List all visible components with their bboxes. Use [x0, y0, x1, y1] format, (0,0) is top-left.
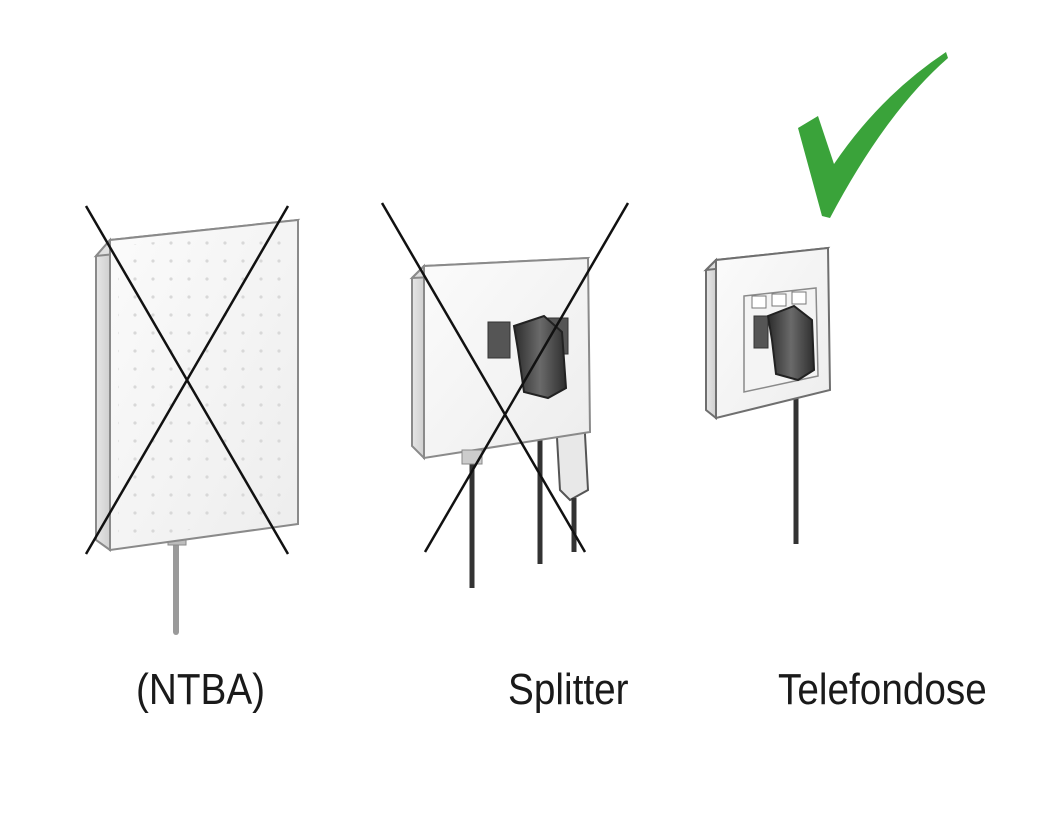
splitter-cross-out-icon — [380, 202, 630, 553]
ntba-box-icon — [93, 218, 301, 635]
splitter-label: Splitter — [508, 665, 629, 714]
telefondose-label: Telefondose — [778, 665, 987, 714]
ntba-label: (NTBA) — [136, 665, 266, 714]
ntba-cross-out-icon — [84, 205, 290, 555]
checkmark-icon — [798, 52, 948, 218]
telephone-wall-socket-icon — [703, 246, 832, 544]
